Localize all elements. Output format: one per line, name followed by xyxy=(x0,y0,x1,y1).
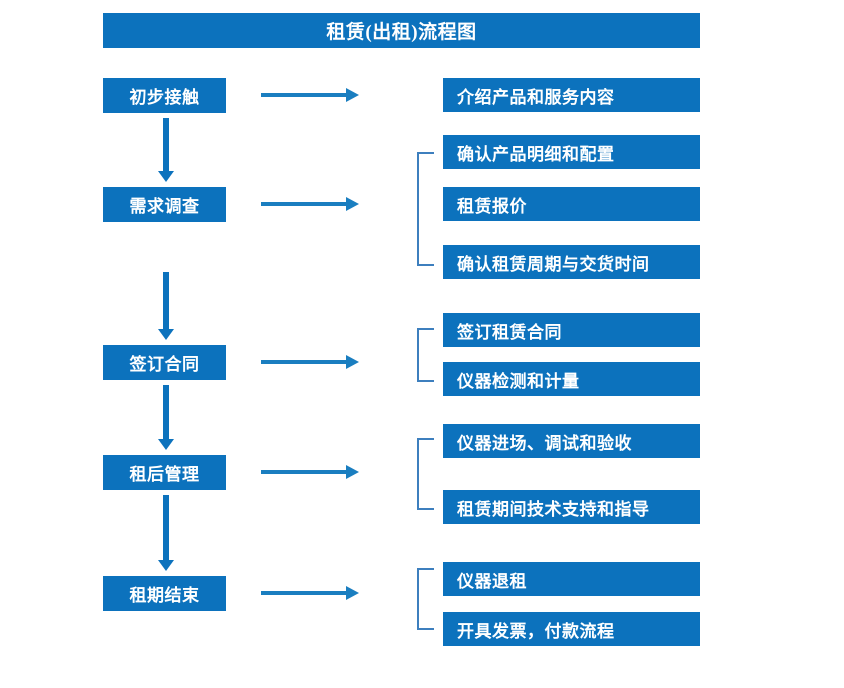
detail-box-confirm-product-spec[interactable]: 确认产品明细和配置 xyxy=(443,135,700,169)
detail-box-rental-quotation[interactable]: 租赁报价 xyxy=(443,187,700,221)
flow-arrow-down-3 xyxy=(158,385,174,450)
detail-box-technical-support[interactable]: 租赁期间技术支持和指导 xyxy=(443,490,700,524)
detail-box-instrument-inspection[interactable]: 仪器检测和计量 xyxy=(443,362,700,396)
arrow-head-down-icon xyxy=(158,439,174,450)
arrow-shaft xyxy=(163,385,169,439)
arrow-shaft xyxy=(163,495,169,560)
arrow-head-right-icon xyxy=(346,88,359,102)
flow-arrow-down-4 xyxy=(158,495,174,571)
arrow-head-right-icon xyxy=(346,465,359,479)
stage-box-rental-end[interactable]: 租期结束 xyxy=(103,576,226,611)
arrow-shaft xyxy=(163,272,169,329)
detail-box-confirm-rental-period[interactable]: 确认租赁周期与交货时间 xyxy=(443,245,700,279)
flow-arrow-down-2 xyxy=(158,272,174,340)
detail-box-instrument-return[interactable]: 仪器退租 xyxy=(443,562,700,596)
group-bracket-demand-survey xyxy=(417,152,434,266)
branch-arrow-right-4 xyxy=(261,465,359,479)
detail-box-instrument-onsite-commissioning[interactable]: 仪器进场、调试和验收 xyxy=(443,424,700,458)
group-bracket-post-rental xyxy=(417,438,434,510)
arrow-head-right-icon xyxy=(346,586,359,600)
branch-arrow-right-5 xyxy=(261,586,359,600)
stage-box-demand-survey[interactable]: 需求调查 xyxy=(103,187,226,222)
flow-arrow-down-1 xyxy=(158,118,174,182)
detail-box-introduce-products[interactable]: 介绍产品和服务内容 xyxy=(443,78,700,112)
arrow-shaft xyxy=(261,591,347,595)
arrow-head-right-icon xyxy=(346,355,359,369)
stage-box-post-rental-management[interactable]: 租后管理 xyxy=(103,455,226,490)
stage-box-initial-contact[interactable]: 初步接触 xyxy=(103,78,226,113)
diagram-title: 租赁(出租)流程图 xyxy=(103,13,700,48)
arrow-shaft xyxy=(261,360,347,364)
detail-box-sign-rental-agreement[interactable]: 签订租赁合同 xyxy=(443,313,700,347)
branch-arrow-right-3 xyxy=(261,355,359,369)
arrow-shaft xyxy=(261,470,347,474)
arrow-shaft xyxy=(261,202,347,206)
group-bracket-rental-end xyxy=(417,568,434,630)
arrow-shaft xyxy=(261,93,347,97)
arrow-head-down-icon xyxy=(158,171,174,182)
arrow-head-down-icon xyxy=(158,560,174,571)
branch-arrow-right-2 xyxy=(261,197,359,211)
branch-arrow-right-1 xyxy=(261,88,359,102)
arrow-shaft xyxy=(163,118,169,171)
stage-box-sign-contract[interactable]: 签订合同 xyxy=(103,345,226,380)
arrow-head-down-icon xyxy=(158,329,174,340)
detail-box-invoice-payment[interactable]: 开具发票，付款流程 xyxy=(443,612,700,646)
group-bracket-sign-contract xyxy=(417,328,434,382)
arrow-head-right-icon xyxy=(346,197,359,211)
